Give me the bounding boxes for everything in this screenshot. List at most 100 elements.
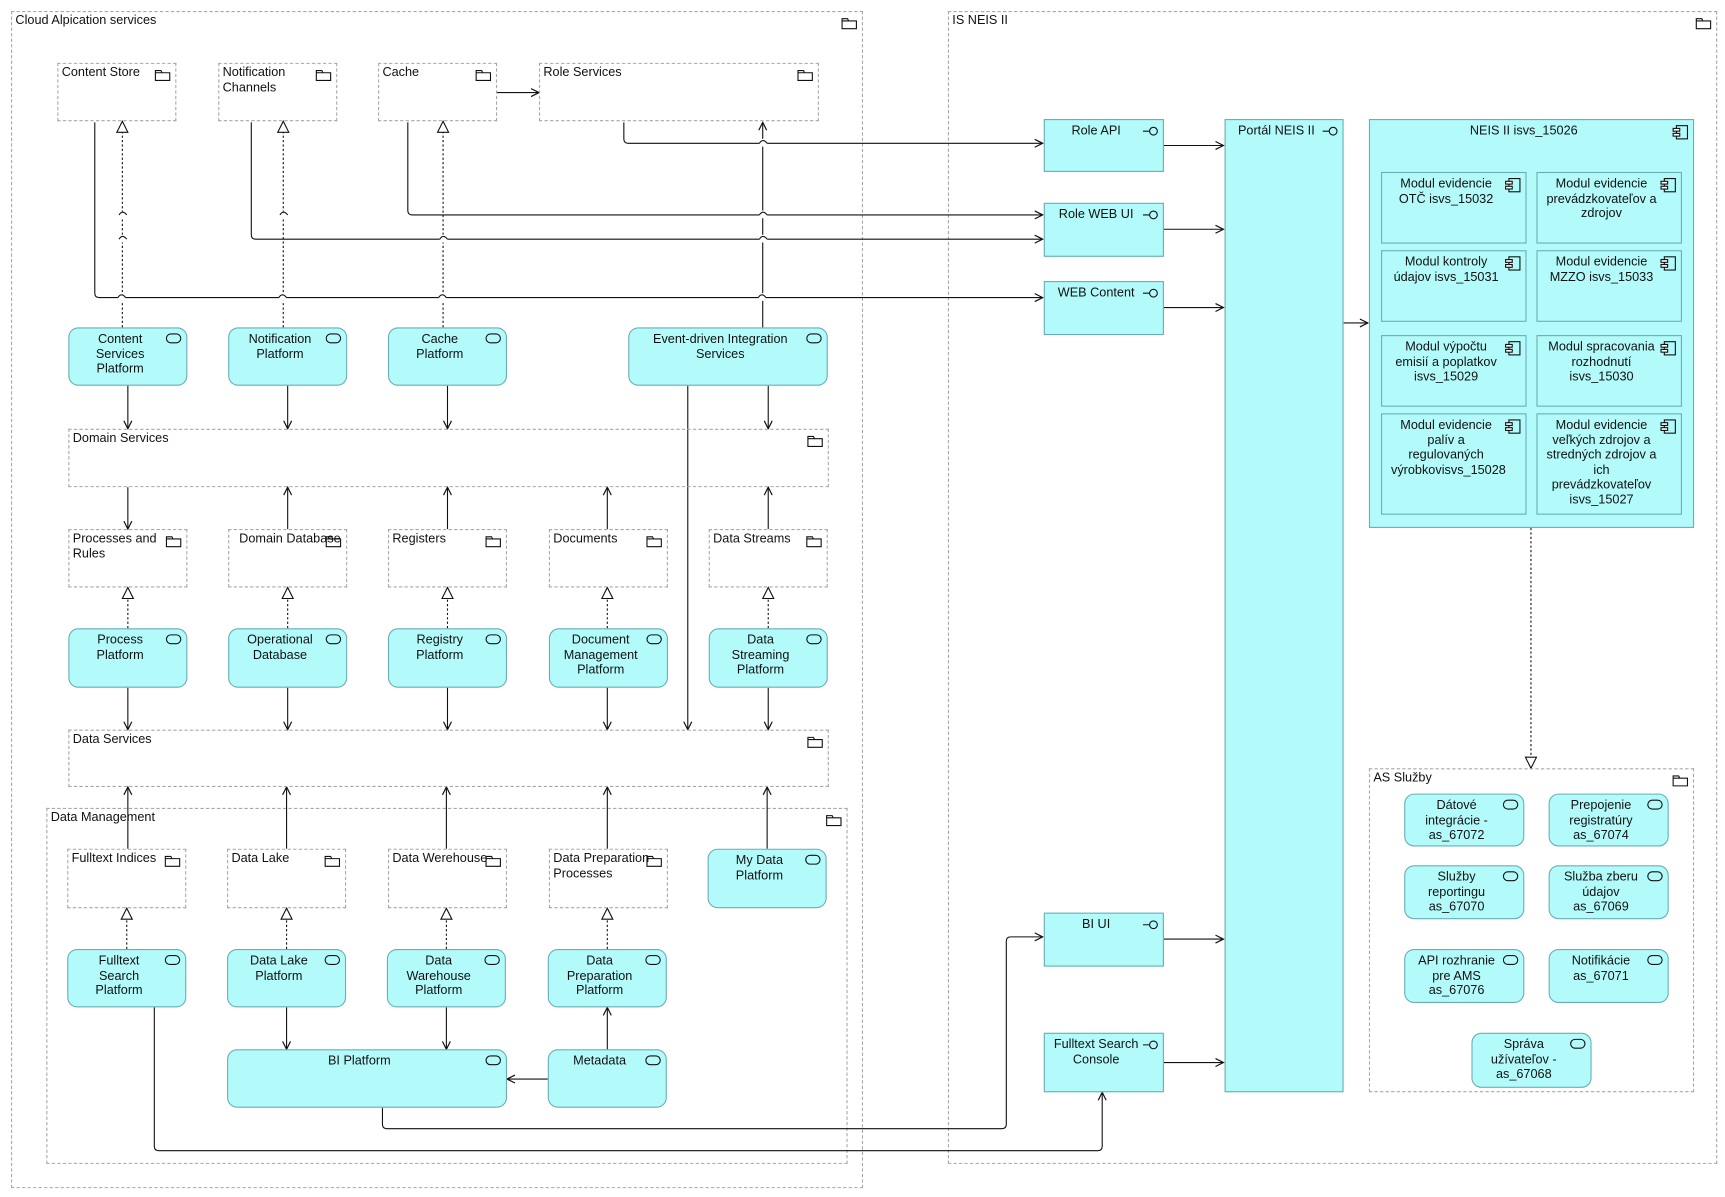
interface-role-api[interactable]: Role API: [1043, 119, 1164, 172]
folder-content-store[interactable]: Content Store: [57, 62, 177, 122]
component-module-prevadzkovatelov[interactable]: Modul evidencie prevádzkovateľov a zdroj…: [1536, 171, 1682, 244]
group-is-neis[interactable]: IS NEIS II: [947, 11, 1718, 1164]
service-label: API rozhranie pre AMS as_67076: [1418, 954, 1495, 998]
folder-icon: [165, 536, 182, 548]
component-module-velkych-zdrojov[interactable]: Modul evidencie veľkých zdrojov a stredn…: [1536, 413, 1682, 515]
service-icon: [165, 333, 182, 344]
service-bi-platform[interactable]: BI Platform: [227, 1049, 508, 1108]
folder-label: Data Lake: [231, 852, 290, 866]
folder-notification-channels[interactable]: Notification Channels: [218, 62, 338, 122]
service-icon: [324, 955, 341, 965]
service-icon: [485, 1055, 501, 1066]
folder-documents[interactable]: Documents: [548, 529, 668, 588]
service-sluzba-zberu-udajov[interactable]: Služba zberu údajov as_67069: [1548, 865, 1669, 920]
component-label: Modul kontroly údajov isvs_15031: [1393, 255, 1499, 284]
component-module-kontroly[interactable]: Modul kontroly údajov isvs_15031: [1381, 250, 1527, 322]
folder-data-preparation-processes[interactable]: Data Preparation Processes: [548, 848, 668, 909]
folder-label: Data Werehouse: [392, 852, 488, 866]
folder-fulltext-indices[interactable]: Fulltext Indices: [67, 848, 187, 909]
folder-registers[interactable]: Registers: [387, 529, 508, 588]
folder-icon: [475, 69, 492, 82]
folder-icon: [797, 69, 813, 82]
service-operational-database[interactable]: Operational Database: [228, 628, 348, 688]
service-data-lake-platform[interactable]: Data Lake Platform: [227, 948, 347, 1008]
service-icon: [485, 333, 501, 344]
folder-icon: [315, 69, 332, 82]
service-sprava-uzivatelov[interactable]: Správa užívateľov - as_67068: [1471, 1032, 1592, 1088]
group-cloud-application-services[interactable]: Cloud Alpication services: [11, 11, 864, 1189]
folder-content-store-label: Content Store: [61, 66, 140, 80]
interface-bi-ui[interactable]: BI UI: [1043, 912, 1164, 967]
flow-notification-webui: [250, 122, 1042, 239]
folder-icon: [325, 536, 342, 548]
interface-icon: [1142, 126, 1158, 136]
folder-label: Fulltext Indices: [71, 852, 157, 866]
service-data-preparation-platform[interactable]: Data Preparation Platform: [547, 948, 667, 1008]
component-icon: [1505, 256, 1521, 271]
interface-web-content[interactable]: WEB Content: [1043, 281, 1164, 336]
folder-icon: [826, 815, 842, 827]
folder-domain-services[interactable]: Domain Services: [68, 428, 829, 488]
service-content-services-platform[interactable]: Content Services Platform: [68, 327, 188, 386]
service-datove-integracie[interactable]: Dátové integrácie - as_67072: [1404, 793, 1525, 847]
service-label: Prepojenie registratúry as_67074: [1569, 799, 1633, 843]
service-event-driven-integration[interactable]: Event-driven Integration Services: [628, 327, 828, 386]
component-module-spracovania[interactable]: Modul spracovania rozhodnutí isvs_15030: [1536, 335, 1682, 407]
service-icon: [1570, 1038, 1586, 1049]
service-document-management-platform[interactable]: Document Management Platform: [548, 628, 668, 688]
folder-domain-database[interactable]: Domain Database: [228, 529, 348, 588]
service-notification-platform[interactable]: Notification Platform: [228, 327, 348, 386]
interface-portal-neis[interactable]: Portál NEIS II: [1224, 119, 1344, 1093]
service-data-streaming-platform[interactable]: Data Streaming Platform: [708, 628, 828, 688]
component-label: Modul evidencie palív a regulovaných výr…: [1390, 418, 1506, 478]
service-icon: [484, 955, 500, 965]
folder-data-services-label: Data Services: [72, 732, 152, 747]
folder-domain-services-label: Domain Services: [72, 432, 169, 446]
service-cache-platform[interactable]: Cache Platform: [387, 327, 508, 386]
group-data-management-title: Data Management: [50, 811, 155, 825]
service-icon: [1502, 871, 1519, 882]
service-metadata[interactable]: Metadata: [547, 1049, 667, 1108]
folder-data-services[interactable]: Data Services: [68, 729, 829, 787]
folder-icon: [485, 855, 501, 867]
folder-icon: [807, 435, 823, 447]
folder-icon: [806, 536, 822, 548]
folder-data-streams[interactable]: Data Streams: [708, 529, 828, 588]
folder-data-lake[interactable]: Data Lake: [227, 848, 347, 909]
service-fulltext-search-platform[interactable]: Fulltext Search Platform: [67, 948, 187, 1008]
service-my-data-platform[interactable]: My Data Platform: [707, 848, 827, 909]
service-label: Data Preparation Platform: [566, 954, 633, 998]
service-registry-platform[interactable]: Registry Platform: [387, 628, 508, 688]
component-module-vypoctu[interactable]: Modul výpočtu emisií a poplatkov isvs_15…: [1381, 335, 1527, 407]
interface-fulltext-search-console[interactable]: Fulltext Search Console: [1043, 1032, 1164, 1093]
folder-processes-and-rules[interactable]: Processes and Rules: [68, 529, 188, 588]
service-sluzby-reportingu[interactable]: Služby reportingu as_67070: [1404, 865, 1525, 920]
service-label: Operational Database: [247, 633, 313, 662]
service-icon: [164, 955, 181, 965]
folder-as-sluzby-label: AS Služby: [1373, 771, 1432, 785]
service-api-rozhranie-ams[interactable]: API rozhranie pre AMS as_67076: [1404, 948, 1525, 1004]
service-label: My Data Platform: [735, 854, 784, 883]
folder-data-warehouse[interactable]: Data Werehouse: [387, 848, 508, 909]
service-label: Document Management Platform: [563, 633, 638, 677]
service-icon: [645, 955, 661, 965]
folder-cache[interactable]: Cache: [378, 62, 498, 122]
flow-bi-biui: [381, 937, 1042, 1130]
folder-role-services[interactable]: Role Services: [538, 62, 819, 122]
service-label: Process Platform: [96, 633, 144, 662]
component-module-mzzo[interactable]: Modul evidencie MZZO isvs_15033: [1536, 250, 1682, 322]
service-prepojenie-registratury[interactable]: Prepojenie registratúry as_67074: [1548, 793, 1669, 847]
interface-role-web-ui[interactable]: Role WEB UI: [1043, 202, 1164, 257]
component-module-otc[interactable]: Modul evidencie OTČ isvs_15032: [1381, 171, 1527, 244]
service-label: Dátové integrácie - as_67072: [1425, 799, 1488, 843]
component-module-paliv[interactable]: Modul evidencie palív a regulovaných výr…: [1381, 413, 1527, 515]
component-icon: [1505, 419, 1521, 434]
component-label: Modul evidencie prevádzkovateľov a zdroj…: [1546, 177, 1657, 221]
component-icon: [1660, 419, 1676, 434]
service-process-platform[interactable]: Process Platform: [68, 628, 188, 688]
service-notifikacie[interactable]: Notifikácie as_67071: [1548, 948, 1669, 1004]
component-label: Modul evidencie OTČ isvs_15032: [1398, 177, 1494, 206]
service-data-warehouse-platform[interactable]: Data Warehouse Platform: [386, 948, 506, 1008]
folder-icon: [154, 69, 171, 82]
